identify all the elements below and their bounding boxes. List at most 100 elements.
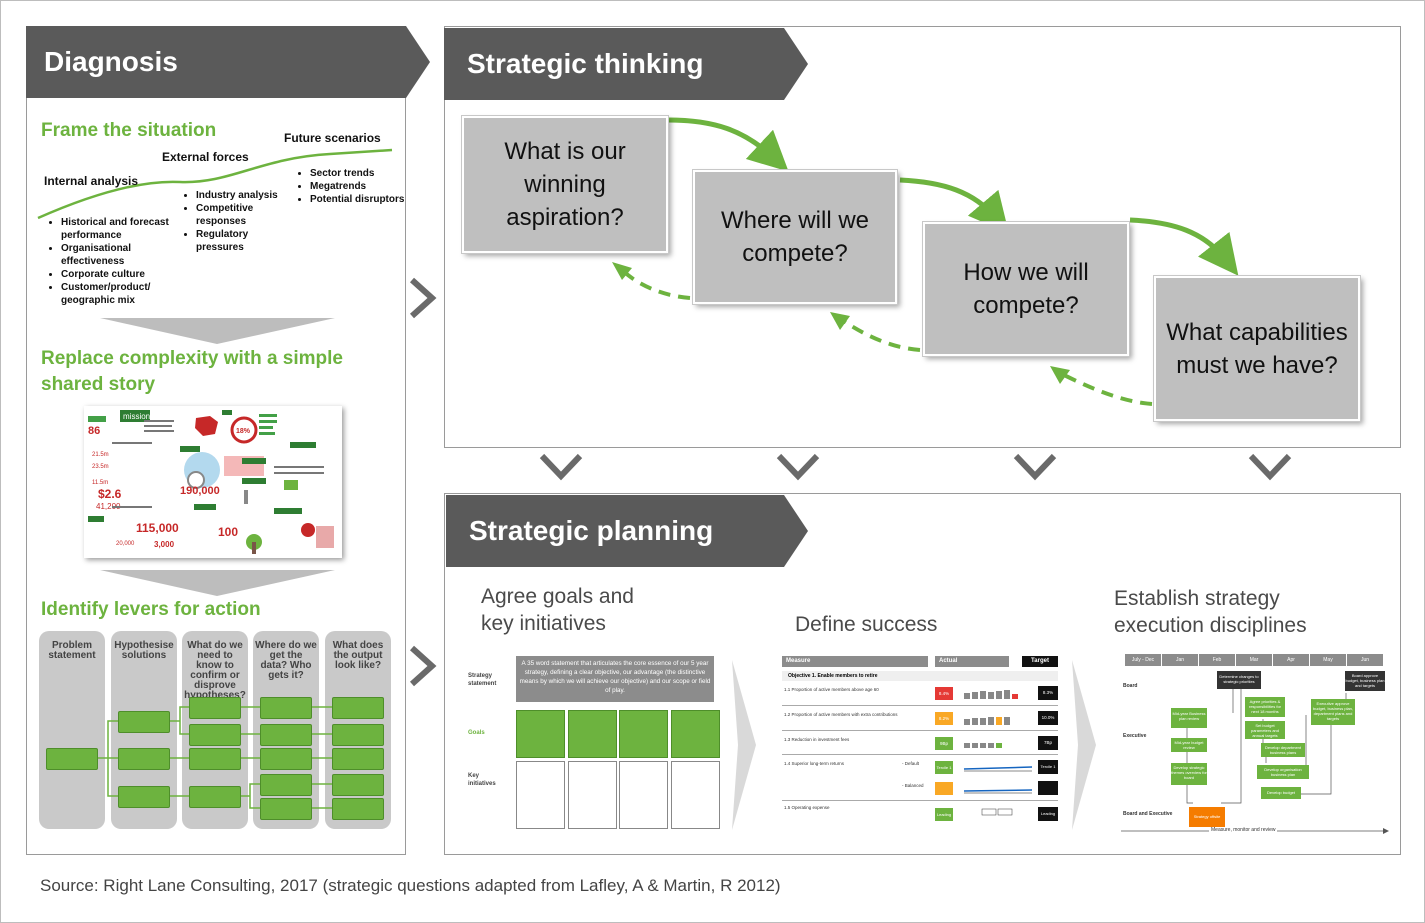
step-define-success: Define success <box>795 613 938 636</box>
month-label: July - Dec <box>1125 654 1161 666</box>
tree-node <box>118 748 170 770</box>
lane-label: Executive <box>1123 733 1147 739</box>
goals-thumbnail: Strategy statement Goals Key initiatives… <box>466 654 724 832</box>
column-label: What do we need to know to confirm or di… <box>184 640 246 701</box>
initiative-box <box>516 761 565 829</box>
mini-charts <box>963 690 1033 816</box>
goal-box <box>619 710 668 758</box>
list-item: Customer/product/ geographic mix <box>61 281 191 307</box>
svg-text:86: 86 <box>88 425 100 437</box>
svg-text:18%: 18% <box>236 428 251 435</box>
target-value: 10.0% <box>1038 711 1058 725</box>
strategic-planning-banner: Strategic planning <box>446 495 808 567</box>
future-list: Sector trends Megatrends Potential disru… <box>296 167 410 206</box>
question-box-where-compete: Where will we compete? <box>692 169 898 305</box>
month-label: Jan <box>1162 654 1198 666</box>
svg-text:mission: mission <box>123 412 150 421</box>
list-item: Competitive responses <box>196 202 296 228</box>
chevron-down-icon <box>539 453 583 481</box>
exec-box-offsite: Strategy offsite <box>1189 807 1225 827</box>
tree-node <box>260 697 312 719</box>
diagnosis-banner: Diagnosis <box>26 26 430 98</box>
future-scenarios-label: Future scenarios <box>284 131 381 145</box>
row-label: Goals <box>468 730 485 736</box>
tree-node <box>332 748 384 770</box>
svg-text:20,000: 20,000 <box>116 541 135 547</box>
tree-node <box>260 724 312 746</box>
chevron-down-icon <box>1248 453 1292 481</box>
tree-node <box>332 724 384 746</box>
exec-footer: Measure, monitor and review <box>1209 827 1278 833</box>
down-chevron-2 <box>100 570 335 596</box>
row-divider <box>782 754 1058 755</box>
target-value: 7Bp <box>1038 736 1058 750</box>
execution-thumbnail: July - Dec Jan Feb Mar Apr May Jun Board… <box>1121 653 1389 839</box>
column-label: Where do we get the data? Who gets it? <box>255 640 317 681</box>
list-item: Sector trends <box>310 167 410 180</box>
month-label: Jun <box>1347 654 1383 666</box>
month-label: May <box>1310 654 1346 666</box>
measure-label: 1.1 Proportion of active members above a… <box>784 687 879 692</box>
chevron-right-icon <box>409 645 437 687</box>
infographic-thumbnail: mission 86 18% 21.5m 23.5m 11.5m $2.6 41… <box>84 406 342 558</box>
exec-box: Mid-year budget review <box>1171 738 1207 752</box>
tree-node <box>332 697 384 719</box>
row-divider <box>782 705 1058 706</box>
question-box-how-compete: How we will compete? <box>922 221 1130 357</box>
svg-text:11.5m: 11.5m <box>92 480 108 486</box>
actual-value-2 <box>935 782 953 795</box>
strategic-thinking-banner: Strategic thinking <box>444 28 808 100</box>
measure-label: 1.5 Operating expense <box>784 805 830 810</box>
exec-box: Board approve budget, business plan and … <box>1345 671 1385 691</box>
svg-text:41,200: 41,200 <box>96 502 121 511</box>
step-agree-goals: Agree goals and key initiatives <box>481 585 634 635</box>
sub-label: - Default <box>902 761 920 766</box>
svg-text:21.5m: 21.5m <box>92 452 109 458</box>
success-thumbnail: Measure Actual Target Objective 1. Enabl… <box>782 655 1058 827</box>
actual-value: 8.4% <box>935 687 953 700</box>
strategy-statement-box: A 35 word statement that articulates the… <box>516 656 714 702</box>
exec-box: Agree priorities & responsibilities for … <box>1245 697 1285 717</box>
chevron-down-icon <box>776 453 820 481</box>
list-item: Regulatory pressures <box>196 228 296 254</box>
tree-node <box>260 798 312 820</box>
tree-node <box>46 748 98 770</box>
question-box-capabilities: What capabilities must we have? <box>1153 275 1361 422</box>
tree-node <box>189 724 241 746</box>
month-label: Feb <box>1199 654 1235 666</box>
tree-node <box>189 748 241 770</box>
list-item: Potential disruptors <box>310 193 410 206</box>
svg-text:23.5m: 23.5m <box>92 464 109 470</box>
internal-list: Historical and forecast performance Orga… <box>47 216 191 307</box>
question-box-aspiration: What is our winning aspiration? <box>461 115 669 254</box>
lane-label: Board and Executive <box>1123 811 1173 817</box>
column-problem-statement: Problem statement <box>39 631 105 829</box>
actual-value: Leading <box>935 808 953 821</box>
goal-box <box>516 710 565 758</box>
target-value: 8.3% <box>1038 686 1058 700</box>
exec-box: Develop department business plans <box>1261 743 1305 757</box>
issue-tree-lines <box>97 706 332 809</box>
step-arrow <box>732 660 756 830</box>
lane-label: Board <box>1123 683 1138 689</box>
tree-node <box>260 748 312 770</box>
column-label: What does the output look like? <box>332 640 384 671</box>
exec-box: Mid-year Business plan review <box>1171 708 1207 728</box>
frame-situation-heading: Frame the situation <box>41 120 217 141</box>
tree-node <box>332 774 384 796</box>
step-arrow <box>1072 660 1096 830</box>
list-item: Historical and forecast performance <box>61 216 191 242</box>
source-caption: Source: Right Lane Consulting, 2017 (str… <box>40 876 781 895</box>
goal-box <box>671 710 720 758</box>
shared-story-heading: Replace complexity with a simple shared … <box>41 348 343 395</box>
list-item: Industry analysis <box>196 189 296 202</box>
list-item: Organisational effectiveness <box>61 242 191 268</box>
tree-node <box>118 711 170 733</box>
internal-analysis-label: Internal analysis <box>44 174 139 188</box>
objective-row: Objective 1. Enable members to retire <box>782 671 1058 681</box>
row-divider <box>782 730 1058 731</box>
exec-box: Set budget parameters and annual targets <box>1245 721 1285 739</box>
external-forces-label: External forces <box>162 150 249 164</box>
exec-box: Develop budget <box>1261 787 1301 799</box>
svg-text:100: 100 <box>218 525 238 539</box>
